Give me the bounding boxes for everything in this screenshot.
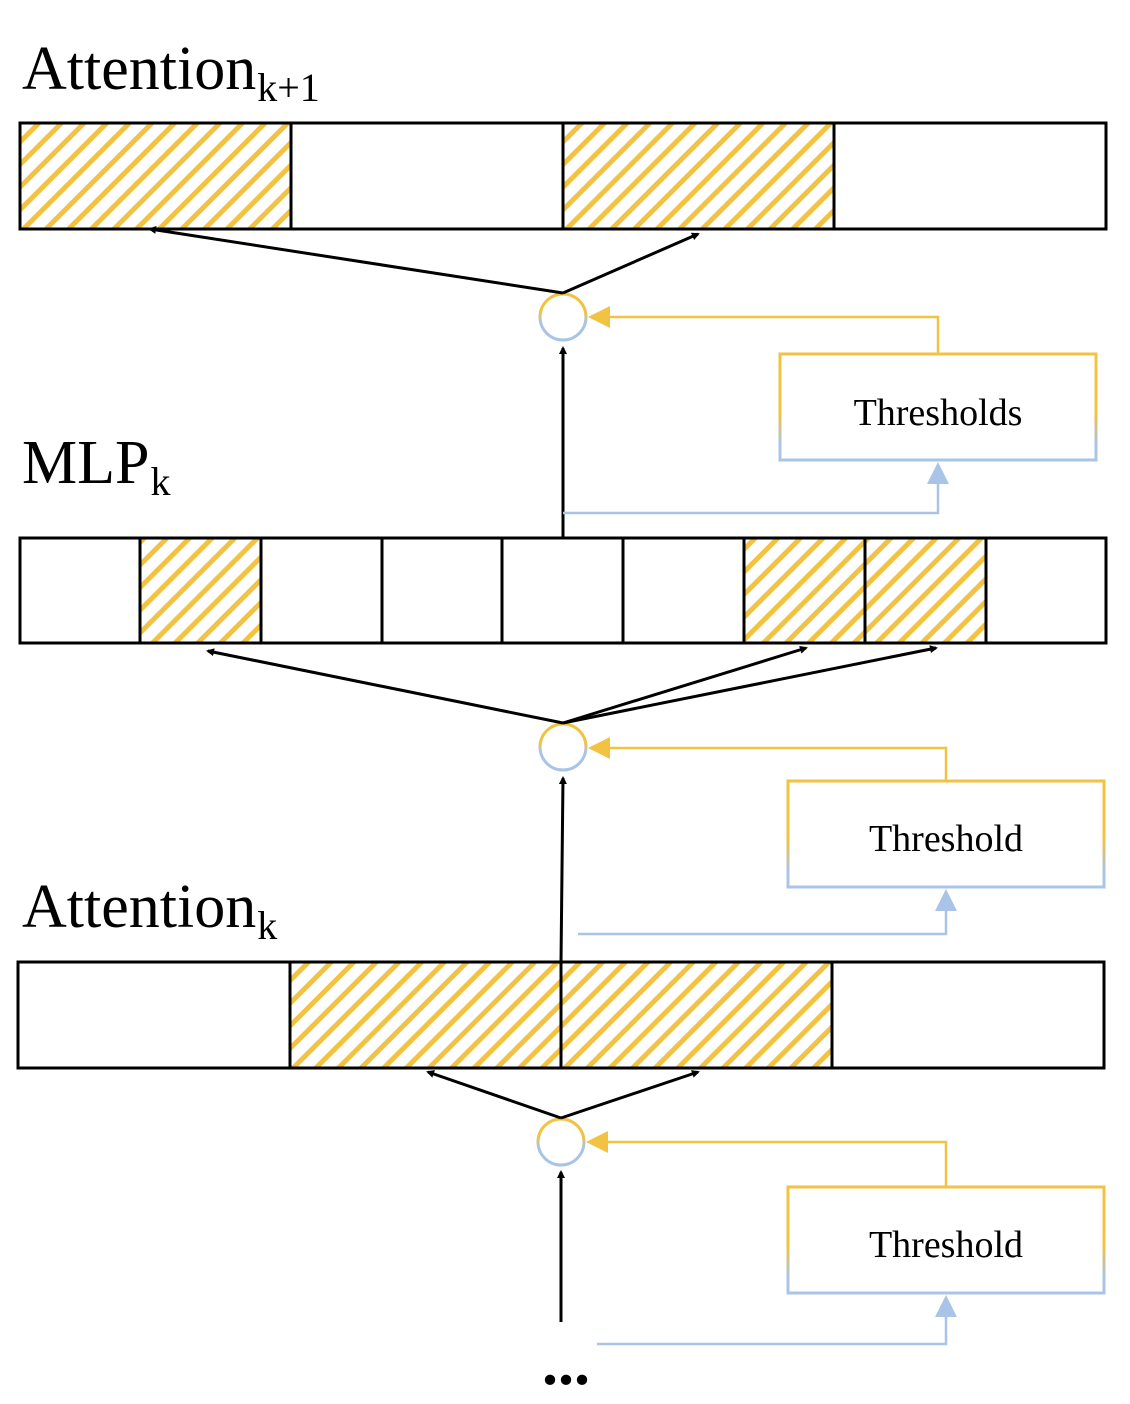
arrow [426,1070,562,1120]
arrowhead [935,1295,957,1317]
threshold-line [600,315,940,354]
layer-label-main: MLP [22,429,150,497]
threshold-line [600,746,948,781]
block-active [20,123,291,229]
threshold-box-middle: Threshold [786,779,1106,889]
arrow [562,645,808,725]
arrow [562,645,938,725]
gate-circle-middle [538,722,588,772]
arrowhead [586,1131,608,1153]
threshold-box-label: Threshold [869,818,1023,860]
threshold-box-top: Thresholds [778,352,1098,462]
threshold-input-arrowheads [927,462,957,1317]
arrow [562,232,700,295]
arrow [206,648,564,725]
threshold-input-lines [563,480,948,1346]
arrowhead [935,889,957,911]
layer-label-main: Attention [22,873,257,941]
threshold-box-bottom: Threshold [786,1185,1106,1295]
threshold-box-frame [778,352,1098,462]
arrowhead [588,306,610,328]
arrow [560,1070,700,1120]
ellipsis-continuation: ... [542,1327,590,1398]
layer-label-subscript: k [150,459,171,504]
arrowhead [588,737,610,759]
arrow [148,225,564,295]
threshold-box-frame [786,1185,1106,1295]
block-active [744,538,865,643]
threshold-input-line [578,907,948,936]
layer-label-subscript: k [257,903,278,948]
gate-circle-top [538,292,588,342]
layer-label-main: Attention [22,35,257,103]
arrowhead [927,462,949,484]
arrow [558,776,567,963]
layer-label-subscript: k+1 [257,65,320,110]
threshold-output-lines [598,315,948,1187]
block-active [561,962,832,1068]
threshold-input-line [563,480,940,515]
block-active [563,123,834,229]
block-active [290,962,561,1068]
threshold-input-line [597,1313,948,1346]
block-active [865,538,986,643]
block-active [140,538,261,643]
threshold-box-frame [786,779,1106,889]
threshold-box-label: Thresholds [854,392,1023,434]
threshold-line [598,1140,948,1187]
threshold-arrowheads [586,306,610,1153]
routing-arrows [148,225,938,1322]
threshold-box-label: Threshold [869,1224,1023,1266]
gate-circle-bottom [536,1117,586,1167]
attention-k-plus-1-blocks [18,121,1108,231]
attention-k-blocks [16,960,1106,1070]
layer-label-mlp-k: MLPk [22,429,170,502]
layer-label-attention-k-plus-1: Attentionk+1 [22,35,320,108]
layer-label-attention-k: Attentionk [22,873,277,946]
mlp-k-blocks [18,536,1108,645]
